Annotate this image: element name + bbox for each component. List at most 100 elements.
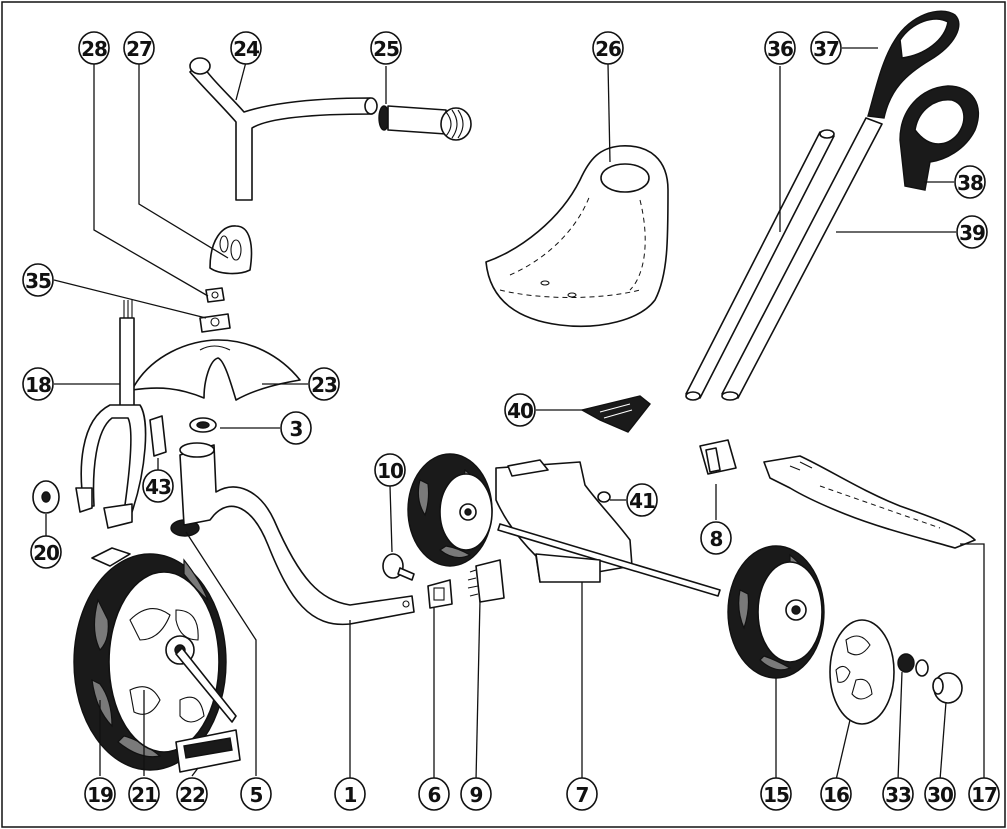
callout-30: 30 <box>924 777 956 811</box>
callout-label: 41 <box>629 489 655 513</box>
callout-label: 6 <box>428 783 441 807</box>
part-grip <box>378 105 472 141</box>
part-stem-cap <box>209 225 253 275</box>
callout-circle <box>78 31 110 65</box>
callout-label: 35 <box>25 269 51 293</box>
callout-circle <box>956 215 988 249</box>
callout-label: 16 <box>823 783 849 807</box>
callout-20: 20 <box>30 535 62 569</box>
callout-circle <box>760 777 792 811</box>
callout-circle <box>30 535 62 569</box>
callout-10: 10 <box>374 453 406 487</box>
part-cap-20 <box>32 480 60 514</box>
callout-label: 10 <box>377 459 403 483</box>
callout-circle <box>142 469 174 503</box>
callout-circle <box>280 411 312 445</box>
leader-lines <box>45 47 985 781</box>
part-screw-41 <box>597 491 611 503</box>
callout-43: 43 <box>142 469 174 503</box>
callout-label: 17 <box>971 783 997 807</box>
callout-19: 19 <box>84 777 116 811</box>
part-gear-9 <box>467 559 505 603</box>
callout-circle <box>700 521 732 555</box>
callout-38: 38 <box>954 165 986 199</box>
callout-label: 25 <box>373 37 399 61</box>
callout-circle <box>820 777 852 811</box>
part-rear-wheel-left <box>407 453 493 567</box>
callout-35: 35 <box>22 263 54 297</box>
callout-circle <box>123 31 155 65</box>
callout-circle <box>968 777 1000 811</box>
part-push-handle <box>867 10 960 119</box>
part-pole-36 <box>685 129 835 401</box>
callout-22: 22 <box>176 777 208 811</box>
part-bracket-43 <box>149 415 167 457</box>
callout-label: 18 <box>25 373 51 397</box>
callout-label: 22 <box>179 783 205 807</box>
part-pole-39 <box>721 117 883 401</box>
part-front-wheel <box>73 553 237 771</box>
callout-36: 36 <box>764 31 796 65</box>
callout-circle <box>240 777 272 811</box>
callout-label: 36 <box>767 37 793 61</box>
callout-circle <box>764 31 796 65</box>
callout-label: 1 <box>344 783 357 807</box>
callout-circle <box>84 777 116 811</box>
callout-circle <box>566 777 598 811</box>
callout-label: 38 <box>957 171 983 195</box>
callout-label: 43 <box>145 475 171 499</box>
callout-label: 39 <box>959 221 985 245</box>
callout-16: 16 <box>820 777 852 811</box>
callout-label: 8 <box>710 527 723 551</box>
callout-28: 28 <box>78 31 110 65</box>
callout-label: 26 <box>595 37 621 61</box>
callout-9: 9 <box>460 777 492 811</box>
part-clip-6 <box>427 579 453 609</box>
callout-label: 40 <box>507 399 533 423</box>
callout-26: 26 <box>592 31 624 65</box>
part-clamp-28 <box>205 287 225 303</box>
callout-25: 25 <box>370 31 402 65</box>
part-cap-30 <box>932 672 963 704</box>
callout-label: 20 <box>33 541 59 565</box>
callout-5: 5 <box>240 777 272 811</box>
callout-41: 41 <box>626 483 658 517</box>
callout-label: 7 <box>576 783 589 807</box>
callout-circle <box>460 777 492 811</box>
callout-label: 30 <box>927 783 953 807</box>
part-rear-frame <box>495 459 721 597</box>
callout-8: 8 <box>700 521 732 555</box>
part-connector-8 <box>699 439 737 475</box>
callout-1: 1 <box>334 777 366 811</box>
part-handle-cover <box>899 85 980 191</box>
callout-circle <box>418 777 450 811</box>
callout-label: 21 <box>131 783 157 807</box>
callout-circle <box>370 31 402 65</box>
callout-circle <box>504 393 536 427</box>
callout-18: 18 <box>22 367 54 401</box>
part-nut-33 <box>897 653 929 677</box>
part-main-frame <box>179 442 415 626</box>
part-clamp-35 <box>199 313 231 333</box>
callout-label: 33 <box>885 783 911 807</box>
callout-21: 21 <box>128 777 160 811</box>
callout-label: 28 <box>81 37 107 61</box>
callout-3: 3 <box>280 411 312 445</box>
callout-circle <box>22 367 54 401</box>
callout-label: 5 <box>250 783 263 807</box>
callout-circle <box>592 31 624 65</box>
callout-circle <box>954 165 986 199</box>
part-pedal-lower <box>175 729 241 773</box>
callout-37: 37 <box>810 31 842 65</box>
callout-circle <box>230 31 262 65</box>
callout-27: 27 <box>123 31 155 65</box>
callout-circle <box>176 777 208 811</box>
callout-circle <box>128 777 160 811</box>
callout-39: 39 <box>956 215 988 249</box>
callout-label: 3 <box>290 417 303 441</box>
callout-23: 23 <box>308 367 340 401</box>
callout-6: 6 <box>418 777 450 811</box>
